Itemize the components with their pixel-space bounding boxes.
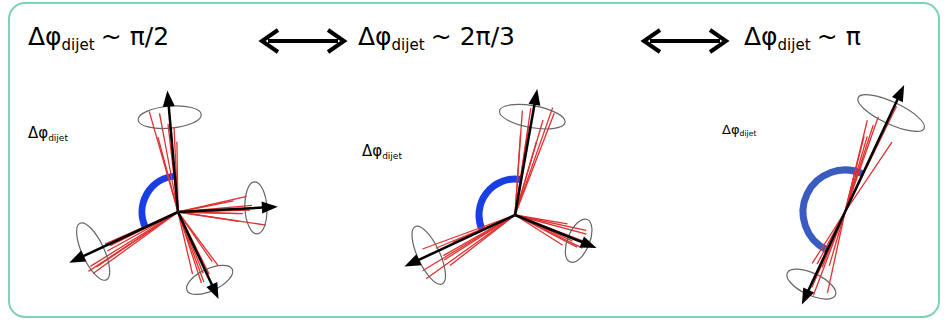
subscript: dijet [392,36,425,54]
subscript: dijet [739,129,756,138]
particle-track [845,117,878,212]
arrow-head [206,282,218,299]
subscript: dijet [382,151,402,161]
arrow-head [163,90,175,106]
particle-track [845,120,867,212]
arrow-head [802,287,814,304]
formula: Δφdijet ~ 2π/3 [358,22,515,51]
arrow-head [404,254,421,266]
arrow-head [580,236,597,248]
formula-text: Δφ [362,142,382,160]
particle-track [90,212,178,266]
formula: Δφdijet [722,122,757,137]
jet-axis [806,212,845,295]
formula-text: ~ π/2 [101,22,169,51]
particle-track [89,212,178,271]
formula: Δφdijet ~ π [744,22,861,51]
arrow-head [892,85,904,102]
formula: Δφdijet ~ π/2 [28,22,169,51]
particle-track [845,142,892,212]
arrow-head [262,202,278,214]
subscript: dijet [778,36,811,54]
formula-text: ~ π [817,22,861,51]
formula: Δφdijet [28,124,68,142]
jet-axis [178,212,214,290]
particle-track [178,212,266,225]
jet-axis [168,100,178,212]
subscript: dijet [62,36,95,54]
formula-text: Δφ [722,122,739,137]
particle-track [178,212,193,274]
formula-text: ~ 2π/3 [431,22,515,51]
arrow-head [69,251,86,263]
jet-axis [78,212,178,258]
formula-text: Δφ [358,22,392,51]
particle-track [423,215,515,271]
particle-track [93,212,178,274]
formula: Δφdijet [362,142,402,160]
formula-text: Δφ [744,22,778,51]
jet-axis [515,215,587,244]
particle-track [426,215,515,279]
jet-axis [515,99,535,215]
formula-text: Δφ [28,124,48,142]
jet-axis [413,215,515,262]
formula-text: Δφ [28,22,62,51]
jet-axis [178,207,268,212]
frame [9,3,939,317]
jet-axis [845,94,900,212]
particle-track [845,125,873,212]
subscript: dijet [48,133,68,143]
arrow-head [529,89,541,106]
